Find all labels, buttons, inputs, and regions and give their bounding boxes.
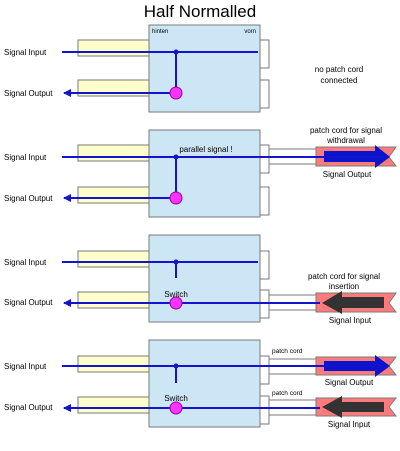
- rear-jack-top: [77, 39, 150, 57]
- rear-jack-bottom: [77, 396, 150, 414]
- panel-both-cords: Signal Input Signal Output Switch patch …: [4, 339, 398, 429]
- switch-label: Switch: [164, 290, 188, 299]
- cord-caption: Signal Output: [323, 170, 372, 179]
- signal-output-label: Signal Output: [4, 298, 53, 307]
- module-box: [148, 339, 261, 428]
- front-socket-bottom: [259, 186, 270, 216]
- junction-node: [173, 259, 179, 265]
- cord-caption: Signal Input: [329, 316, 372, 325]
- parallel-signal-label: parallel signal !: [179, 145, 232, 154]
- front-socket-top: [259, 144, 270, 174]
- signal-output-label: Signal Output: [4, 194, 53, 203]
- cord-bottom-caption: Signal Input: [328, 420, 371, 429]
- note-line-1: no patch cord: [315, 65, 363, 74]
- rear-jack-top: [77, 250, 150, 268]
- front-socket-top: [259, 355, 270, 385]
- signal-output-label: Signal Output: [4, 89, 53, 98]
- switch-contact: [169, 401, 183, 415]
- junction-node: [173, 49, 179, 55]
- junction-node: [173, 154, 179, 160]
- cord-bottom-direction-arrow: [322, 396, 384, 418]
- front-socket-bottom: [259, 395, 270, 425]
- module-box: [148, 24, 261, 113]
- cord-title-line-2: withdrawal: [326, 136, 365, 145]
- cord-direction-arrow: [322, 291, 384, 314]
- front-socket-top: [259, 250, 270, 280]
- module-label-hinten: hinten: [152, 29, 168, 35]
- panel-insertion: Signal Input Signal Output Switch patch …: [4, 234, 398, 325]
- front-socket-bottom: [259, 79, 270, 109]
- signal-input-label: Signal Input: [4, 153, 47, 162]
- cord-top-caption: Signal Output: [325, 378, 374, 387]
- cord-top-label: patch cord: [272, 348, 303, 355]
- diagram-title: Half Normalled: [144, 2, 256, 21]
- rear-jack-top: [77, 355, 150, 373]
- cord-title-line-1: patch cord for signal: [310, 126, 382, 135]
- switch-label: Switch: [164, 394, 188, 403]
- cord-bottom-label: patch cord: [272, 390, 303, 397]
- panel-withdrawal: Signal Input Signal Output parallel sign…: [4, 126, 398, 218]
- switch-contact: [169, 191, 183, 205]
- cord-title-line-2: insertion: [329, 282, 359, 291]
- module-box: [148, 234, 261, 323]
- module-label-vorn: vorn: [244, 29, 256, 35]
- note-line-2: connected: [321, 76, 358, 85]
- front-socket-top: [259, 39, 270, 69]
- signal-input-label: Signal Input: [4, 362, 47, 371]
- panel-no-patch: hinten vorn Signal Input Signal Output n…: [4, 24, 363, 113]
- signal-output-label: Signal Output: [4, 403, 53, 412]
- rear-jack-bottom: [77, 291, 150, 309]
- rear-jack-top: [77, 144, 150, 162]
- signal-input-label: Signal Input: [4, 258, 47, 267]
- cord-title-line-1: patch cord for signal: [308, 272, 380, 281]
- rear-jack-bottom: [77, 186, 150, 204]
- switch-contact: [169, 296, 183, 310]
- module-box: [148, 129, 261, 218]
- signal-input-label: Signal Input: [4, 48, 47, 57]
- switch-contact: [169, 86, 183, 100]
- junction-node: [173, 363, 179, 369]
